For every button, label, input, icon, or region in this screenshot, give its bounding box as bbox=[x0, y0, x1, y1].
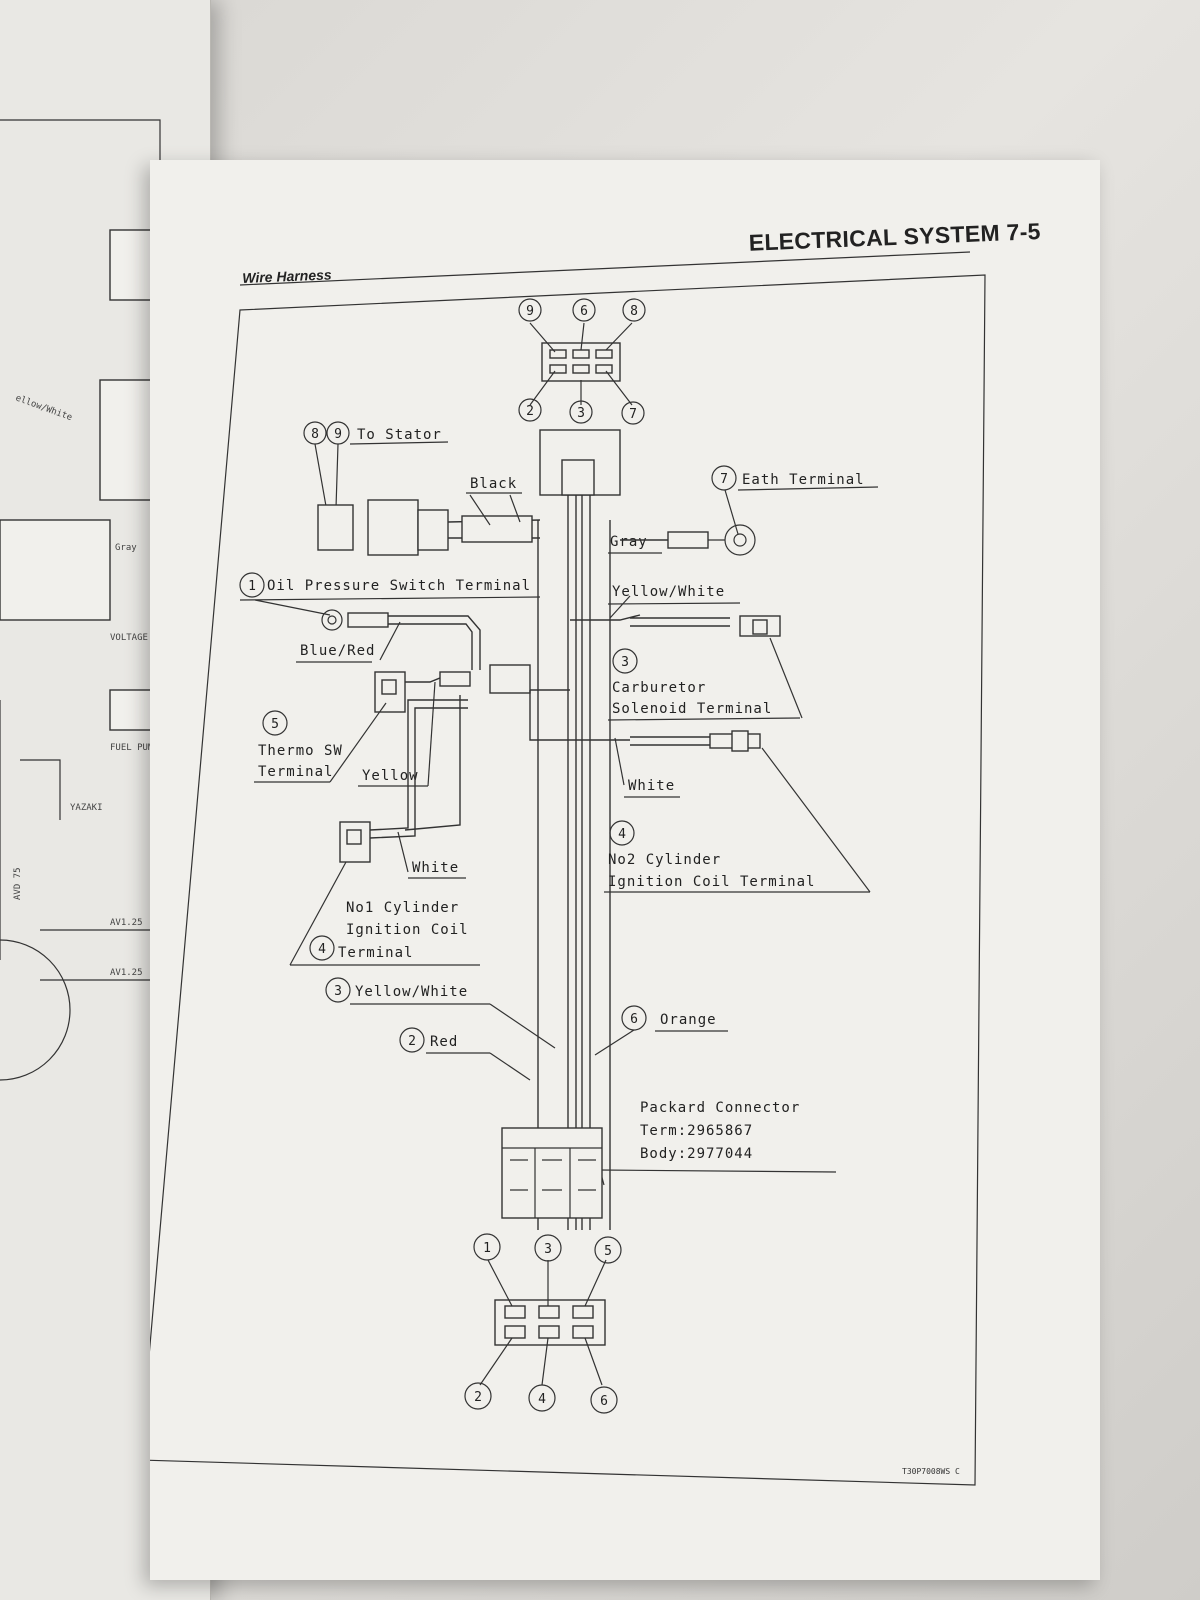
bottom-pin-circle-2 bbox=[464, 1382, 492, 1410]
footer-code: T30P7008WS C bbox=[902, 1467, 960, 1476]
diagram-frame bbox=[150, 274, 986, 1486]
bottom-pin-1: 1 bbox=[483, 1241, 491, 1256]
thermo-label-line1: Thermo SW bbox=[258, 743, 343, 759]
no1-label-line1: No1 Cylinder bbox=[346, 900, 459, 916]
left-label-yellow-white: ellow/White bbox=[14, 393, 73, 423]
bottom-pin-4: 4 bbox=[538, 1392, 546, 1407]
bottom-pin-circle-6 bbox=[590, 1386, 618, 1414]
yellow-white-top-label: Yellow/White bbox=[612, 584, 725, 600]
white-right-label: White bbox=[628, 778, 675, 794]
no2-label-line2: Ignition Coil Terminal bbox=[608, 874, 815, 890]
earth-num-circle bbox=[711, 465, 737, 491]
oil-pressure-label: Oil Pressure Switch Terminal bbox=[267, 578, 531, 594]
pin-number-8: 8 bbox=[630, 304, 638, 319]
bottom-pin-2: 2 bbox=[474, 1390, 482, 1405]
pin-circle-3 bbox=[569, 400, 593, 424]
pin-number-7: 7 bbox=[629, 407, 637, 422]
pin-circle-8 bbox=[622, 298, 646, 322]
carburetor-label-line2: Solenoid Terminal bbox=[612, 701, 772, 717]
left-label-av2: AV1.25 bbox=[110, 968, 143, 978]
bottom-pin-circle-1 bbox=[473, 1233, 501, 1261]
no1-num-circle bbox=[309, 935, 335, 961]
packard-label-line3: Body:2977044 bbox=[640, 1146, 753, 1162]
wire-harness-diagram: 9 6 8 2 3 7 8 9 To Stator Black Gray bbox=[150, 251, 986, 1486]
no1-label-line3: Terminal bbox=[338, 945, 413, 961]
oil-num-circle bbox=[239, 572, 265, 598]
bottom-pin-5: 5 bbox=[604, 1244, 612, 1259]
blue-red-label: Blue/Red bbox=[300, 643, 375, 659]
pin-circle-2 bbox=[518, 398, 542, 422]
red-num: 2 bbox=[408, 1034, 416, 1049]
orange-num: 6 bbox=[630, 1012, 638, 1027]
pin-circle-6 bbox=[572, 298, 596, 322]
carb-num-circle bbox=[612, 648, 638, 674]
packard-label-line2: Term:2965867 bbox=[640, 1123, 753, 1139]
manual-page: ELECTRICAL SYSTEM 7-5 Wire Harness 9 6 8… bbox=[150, 160, 1100, 1580]
no2-num: 4 bbox=[618, 827, 626, 842]
carb-num: 3 bbox=[621, 655, 629, 670]
earth-ring-terminal bbox=[724, 524, 756, 556]
red-num-circle bbox=[399, 1027, 425, 1053]
left-label-avd: AVD 75 bbox=[13, 867, 23, 900]
yellow-wire-label: Yellow bbox=[362, 768, 419, 784]
pin-number-2: 2 bbox=[526, 404, 534, 419]
thermo-label-line2: Terminal bbox=[258, 764, 333, 780]
oil-ring-terminal bbox=[321, 609, 343, 631]
pin-number-9: 9 bbox=[526, 304, 534, 319]
thermo-num: 5 bbox=[271, 717, 279, 732]
bottom-pin-circle-5 bbox=[594, 1236, 622, 1264]
pin-number-3: 3 bbox=[577, 406, 585, 421]
thermo-num-circle bbox=[262, 710, 288, 736]
oil-num: 1 bbox=[248, 579, 256, 594]
left-label-fuel-pump: FUEL PUMP bbox=[110, 743, 159, 753]
left-label-av1: AV1.25 bbox=[110, 918, 143, 928]
top-connector bbox=[529, 322, 633, 406]
stator-pin-8: 8 bbox=[311, 427, 319, 442]
carburetor-label-line1: Carburetor bbox=[612, 680, 706, 696]
pin-circle-9 bbox=[518, 298, 542, 322]
no1-num: 4 bbox=[318, 942, 326, 957]
bottom-pin-circle-3 bbox=[534, 1234, 562, 1262]
packard-connector-body bbox=[501, 1127, 603, 1219]
yellow-white-mid-label: Yellow/White bbox=[355, 984, 468, 1000]
header-rule bbox=[239, 251, 971, 286]
earth-num: 7 bbox=[720, 472, 728, 487]
packard-label-line1: Packard Connector bbox=[640, 1100, 800, 1116]
left-label-gray: Gray bbox=[115, 543, 137, 553]
bottom-connector bbox=[479, 1259, 607, 1386]
pin-number-6: 6 bbox=[580, 304, 588, 319]
black-wire-label: Black bbox=[470, 476, 517, 492]
no2-label-line1: No2 Cylinder bbox=[608, 852, 721, 868]
main-harness-wires bbox=[567, 495, 591, 1230]
yw-mid-num-circle bbox=[325, 977, 351, 1003]
bottom-pin-6: 6 bbox=[600, 1394, 608, 1409]
stator-pin-9: 9 bbox=[334, 427, 342, 442]
stator-connector bbox=[317, 504, 354, 551]
pin-circle-7 bbox=[621, 401, 645, 425]
no1-label-line2: Ignition Coil bbox=[346, 922, 469, 938]
gray-wire-label: Gray bbox=[610, 534, 648, 550]
bottom-pin-circle-4 bbox=[528, 1384, 556, 1412]
bottom-pin-3: 3 bbox=[544, 1242, 552, 1257]
no2-num-circle bbox=[609, 820, 635, 846]
earth-terminal-label: Eath Terminal bbox=[742, 472, 865, 488]
earth-terminal-sleeve bbox=[667, 531, 709, 549]
orange-wire-label: Orange bbox=[660, 1012, 717, 1028]
red-wire-label: Red bbox=[430, 1034, 458, 1050]
left-label-yazaki: YAZAKI bbox=[70, 803, 103, 813]
white-left-label: White bbox=[412, 860, 459, 876]
to-stator-label: To Stator bbox=[357, 427, 442, 443]
yw-mid-num: 3 bbox=[334, 984, 342, 999]
